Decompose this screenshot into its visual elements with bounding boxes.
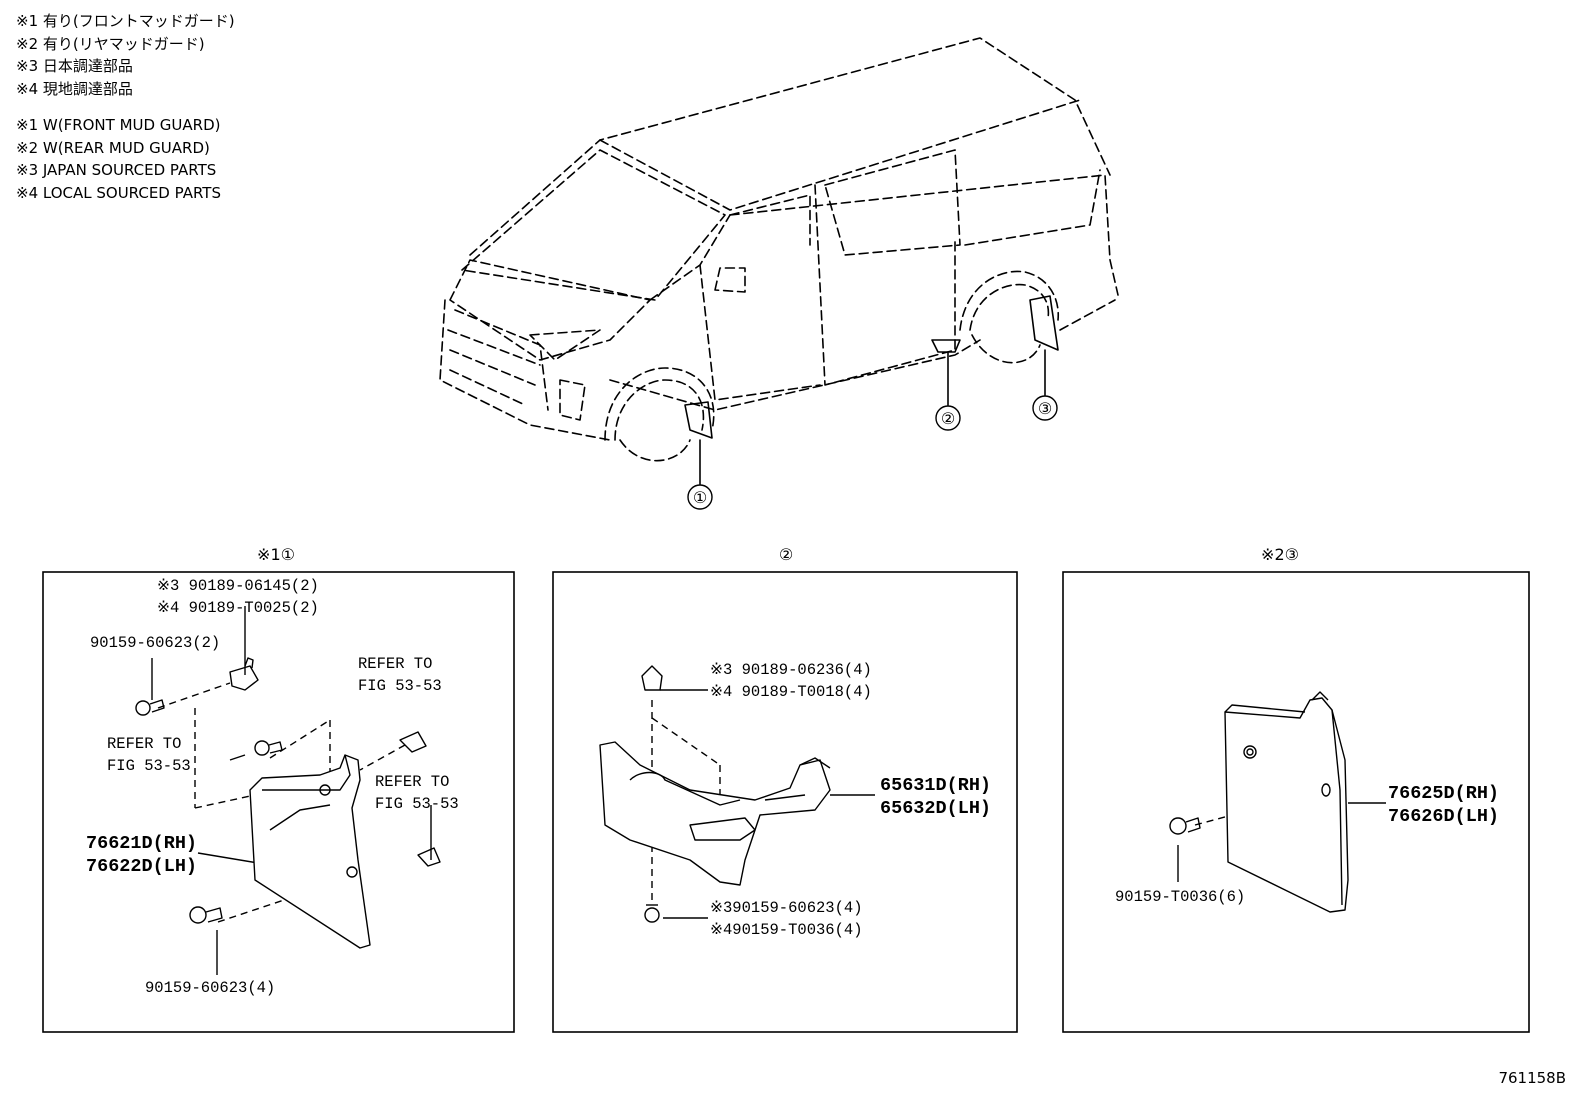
p1-label-part-rh: 76621D(RH) [86, 833, 197, 854]
legend-jp-4: ※4 現地調達部品 [16, 79, 133, 98]
panel-2-labels: ※3 90189-06236(4) ※4 90189-T0018(4) 6563… [710, 661, 991, 939]
p1-label-a1: ※3 90189-06145(2) [157, 577, 319, 595]
clip-upper [229, 657, 259, 691]
panel-1-title: ※1① [257, 545, 295, 564]
mud-guard-bracket [599, 741, 831, 886]
bolt-upper-left [135, 699, 165, 716]
panel-3-labels: 76625D(RH) 76626D(LH) 90159-T0036(6) [1115, 783, 1499, 906]
panel-1-frame [42, 571, 515, 1033]
p1-label-r1a: REFER TO [358, 655, 432, 673]
rear-mud-guard-on-van [1029, 295, 1059, 351]
callout-1-text: ① [693, 488, 707, 507]
p1-label-r1b: FIG 53-53 [358, 677, 442, 695]
bolt-lower [189, 906, 223, 924]
bolt-middle [254, 740, 283, 756]
p1-label-a2: ※4 90189-T0025(2) [157, 599, 319, 617]
legend-en-1: ※1 W(FRONT MUD GUARD) [16, 116, 221, 134]
p2-label-a1: ※3 90189-06236(4) [710, 661, 872, 679]
legend: ※1 有り(フロントマッドガード) ※2 有り(リヤマッドガード) ※3 日本調… [16, 10, 235, 204]
panel-1-labels: ※3 90189-06145(2) ※4 90189-T0025(2) 9015… [86, 577, 459, 997]
callout-1: ① [687, 484, 713, 510]
legend-en-4: ※4 LOCAL SOURCED PARTS [16, 183, 221, 202]
clip-right-lower [417, 847, 441, 867]
figure-code: 761158B [1498, 1069, 1566, 1087]
panel-3-frame [1062, 571, 1530, 1033]
p1-label-r2b: FIG 53-53 [107, 757, 191, 775]
panel-3-title: ※2③ [1261, 545, 1299, 564]
p2-label-b1: ※390159-60623(4) [710, 899, 863, 917]
p2-label-a2: ※4 90189-T0018(4) [710, 683, 872, 701]
bracket-on-van [931, 339, 961, 353]
panel-2-title: ② [779, 545, 793, 564]
callout-2-text: ② [941, 409, 955, 428]
legend-jp-1: ※1 有り(フロントマッドガード) [16, 12, 235, 30]
callout-3: ③ [1032, 395, 1058, 421]
bolt-panel-3 [1169, 817, 1201, 835]
rear-mud-guard [1224, 691, 1349, 913]
p1-label-b2: 90159-60623(4) [145, 979, 275, 997]
clip-right-upper [399, 731, 427, 753]
p3-label-part-rh: 76625D(RH) [1388, 783, 1499, 804]
callout-2: ② [935, 405, 961, 431]
p1-label-b1: 90159-60623(2) [90, 634, 220, 652]
clip-panel-2 [641, 665, 663, 691]
legend-jp-3: ※3 日本調達部品 [16, 57, 133, 75]
p3-label-b1: 90159-T0036(6) [1115, 888, 1245, 906]
p1-label-r3b: FIG 53-53 [375, 795, 459, 813]
p1-label-r3a: REFER TO [375, 773, 449, 791]
front-mud-guard [249, 754, 371, 949]
legend-jp-2: ※2 有り(リヤマッドガード) [16, 34, 205, 53]
panel-2-frame [552, 571, 1018, 1033]
bolt-panel-2 [644, 904, 660, 923]
front-mud-guard-on-van [684, 401, 713, 439]
callout-3-text: ③ [1038, 399, 1052, 418]
legend-en-2: ※2 W(REAR MUD GUARD) [16, 138, 210, 157]
legend-en-3: ※3 JAPAN SOURCED PARTS [16, 161, 217, 179]
p2-label-part-lh: 65632D(LH) [880, 798, 991, 819]
van-illustration [439, 37, 1119, 462]
p1-label-r2a: REFER TO [107, 735, 181, 753]
p2-label-b2: ※490159-T0036(4) [710, 921, 863, 939]
p2-label-part-rh: 65631D(RH) [880, 775, 991, 796]
p3-label-part-lh: 76626D(LH) [1388, 806, 1499, 827]
p1-label-part-lh: 76622D(LH) [86, 856, 197, 877]
